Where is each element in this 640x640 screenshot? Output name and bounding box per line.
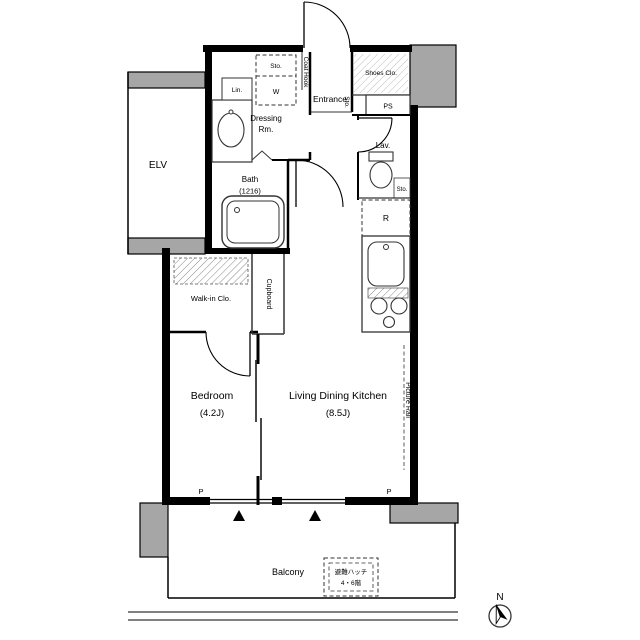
concrete-band-elv-top	[127, 71, 206, 89]
window-marker-triangle-right	[309, 510, 321, 521]
balcony-area	[128, 523, 458, 621]
balcony-windows	[210, 498, 345, 521]
label-sto-washer: Sto.	[270, 63, 282, 70]
label-linen: Lin.	[232, 87, 243, 94]
washer-space-box	[255, 54, 297, 106]
evac-hatch-inner	[328, 562, 374, 592]
label-entrance: Entrance	[313, 94, 347, 104]
evac-hatch-outer	[323, 557, 379, 597]
label-washer: W	[273, 89, 280, 96]
kitchen-faucet	[383, 244, 389, 250]
stove-burner-2	[390, 297, 408, 315]
label-ldk-2: (8.5J)	[326, 408, 350, 419]
stove-burner-3	[382, 315, 396, 329]
wall-window-mullion	[272, 497, 282, 505]
washbasin-faucet	[228, 109, 234, 115]
north-arrow: N	[488, 592, 512, 628]
label-pole-left: P	[198, 487, 203, 496]
hall-door-arc	[295, 159, 344, 208]
concrete-columns	[127, 44, 459, 558]
label-ldk-1: Living Dining Kitchen	[289, 390, 387, 402]
linen-closet-box	[221, 77, 253, 101]
label-bedroom-1: Bedroom	[191, 390, 234, 402]
wall-top-left	[203, 45, 303, 52]
label-cupboard: Cupboard	[265, 279, 272, 310]
compass-circle	[488, 604, 512, 628]
label-balcony: Balcony	[272, 567, 305, 577]
wall-top-right	[350, 45, 412, 52]
doors	[205, 1, 393, 377]
compass-needle-light	[495, 604, 501, 626]
toilet-tank	[368, 151, 394, 162]
wall-bath-bottom	[210, 248, 290, 254]
shoes-closet-hatch	[354, 54, 408, 93]
label-evac-hatch-1: 避難ハッチ	[335, 567, 368, 576]
kitchen-sink	[367, 241, 405, 287]
label-pipe-space: PS	[383, 104, 393, 111]
label-sto-entry: Sto.	[343, 96, 350, 108]
wall-right	[410, 105, 418, 505]
wall-bottom-left-stub	[162, 497, 210, 505]
bathtub-inner	[226, 200, 280, 244]
label-picture-rail: Picture Rail	[404, 382, 411, 418]
compass-needle-dark	[496, 604, 508, 620]
window-marker-triangle-left	[233, 510, 245, 521]
exterior-walls	[162, 45, 418, 505]
label-dressing-2: Rm.	[259, 125, 274, 134]
fixtures	[173, 54, 411, 333]
label-refrigerator: R	[383, 213, 389, 223]
label-walkin-closet: Walk-in Clo.	[191, 294, 231, 303]
walkin-hanger-rack	[173, 257, 249, 285]
toilet-bowl	[369, 161, 393, 189]
bathtub-drain	[234, 207, 240, 213]
concrete-block-bottom-right	[389, 502, 459, 524]
label-dressing-1: Dressing	[250, 114, 282, 123]
interior-partitions	[170, 52, 411, 505]
label-elv: ELV	[149, 160, 167, 171]
elevator-shaft: ELV	[127, 72, 167, 254]
label-shoes-closet: Shoes Clo.	[365, 70, 397, 77]
label-evac-hatch-2: 4・6階	[341, 578, 362, 587]
room-labels: Sto. W Coat Hook Lin. Entrance Shoes Clo…	[191, 57, 411, 587]
label-bedroom-2: (4.2J)	[200, 408, 224, 419]
wall-bottom-right-stub	[345, 497, 418, 505]
washbasin-sink	[217, 112, 245, 148]
concrete-block-top-right	[409, 44, 457, 108]
lav-door-arc	[357, 117, 393, 153]
lav-storage-box	[393, 177, 411, 199]
concrete-block-bottom-left	[139, 502, 169, 558]
bathtub	[221, 195, 285, 249]
label-lavatory: Lav.	[376, 141, 391, 150]
label-pole-right: P	[386, 487, 391, 496]
stove-grill	[367, 287, 409, 299]
label-coat-hook: Coat Hook	[302, 57, 309, 88]
stove-burner-1	[370, 297, 388, 315]
wall-left-upper	[205, 45, 212, 254]
label-bath-1: Bath	[242, 175, 258, 184]
label-north: N	[496, 592, 503, 603]
wall-left-lower	[162, 248, 170, 505]
label-bath-2: (1216)	[239, 187, 261, 196]
walkin-door-arc	[205, 331, 251, 377]
label-sto-lav: Sto.	[397, 187, 408, 193]
entrance-door-arc	[303, 1, 351, 49]
compass-needle	[495, 604, 508, 626]
